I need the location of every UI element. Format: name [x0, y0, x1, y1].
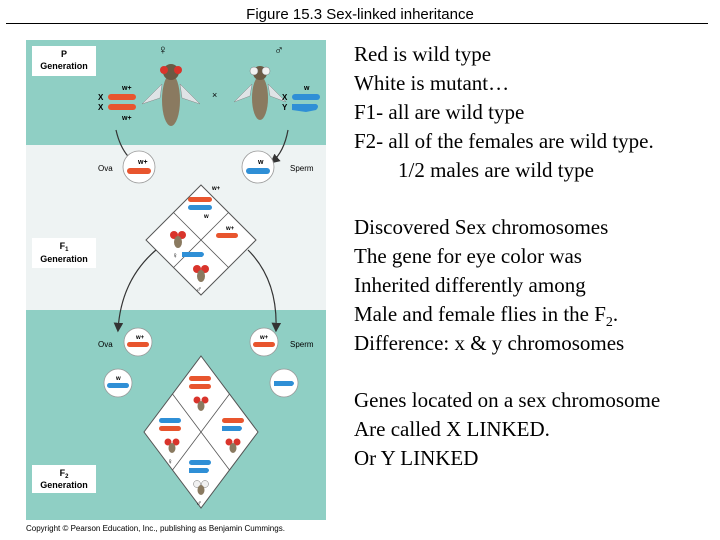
note-line: Red is wild type: [354, 42, 492, 66]
f1-generation-label: Generation: [40, 254, 88, 264]
sperm-label: Sperm: [290, 164, 314, 173]
ovum-cell: [122, 150, 156, 184]
f2-fly: [164, 438, 180, 453]
red-x-chromosome: [108, 94, 136, 100]
note-line: F1- all are wild type: [354, 100, 525, 124]
note-line: Genes located on a sex chromosome: [354, 388, 661, 412]
f1-male-symbol: ♂: [196, 285, 202, 294]
f2-label: F2: [60, 468, 70, 480]
notes-block-3: Genes located on a sex chromosome Are ca…: [354, 386, 714, 473]
allele-label: w: [203, 214, 209, 220]
male-fly: [233, 66, 287, 120]
note-line: White is mutant…: [354, 71, 510, 95]
p-generation-label: Generation: [40, 61, 88, 71]
notes-column: Red is wild type White is mutant… F1- al…: [354, 40, 714, 501]
allele-label: w+: [121, 85, 132, 92]
chr-x-label: X: [98, 93, 104, 102]
note-line: Difference: x & y chromosomes: [354, 331, 625, 355]
note-line: Discovered Sex chromosomes: [354, 215, 609, 239]
p-male-symbol: ♂: [274, 42, 284, 57]
allele-label: w+: [259, 335, 269, 341]
f2-fly: [193, 396, 209, 411]
chr-x-label: X: [98, 103, 104, 112]
allele-label: w+: [225, 226, 235, 232]
ova-label: Ova: [98, 340, 113, 349]
y-chromosome: [292, 104, 318, 112]
note-line: F2- all of the females are wild type.: [354, 129, 654, 153]
f1-female-fly: [170, 231, 186, 248]
figure-title: Figure 15.3 Sex-linked inheritance: [246, 6, 474, 23]
ova-label: Ova: [98, 164, 113, 173]
chr-y-label: Y: [282, 103, 288, 112]
note-line: Or Y LINKED: [354, 446, 479, 470]
p-female-symbol: ♀: [158, 42, 168, 57]
allele-label: w+: [121, 115, 132, 122]
f1-label: F1: [60, 241, 70, 253]
allele-label: w: [303, 85, 310, 92]
f2-fly: [225, 438, 241, 453]
notes-block-1: Red is wild type White is mutant… F1- al…: [354, 40, 714, 185]
note-line: 1/2 males are wild type: [398, 158, 594, 182]
sperm-label: Sperm: [290, 340, 314, 349]
note-line: The gene for eye color was: [354, 244, 582, 268]
f1-male-fly: [193, 265, 209, 282]
f2-female-symbol: ♀: [167, 457, 173, 466]
f1-female-symbol: ♀: [172, 251, 178, 260]
sperm-cell: [241, 150, 275, 184]
f2-male-symbol: ♂: [196, 499, 202, 508]
f2-white-eyed-fly: [193, 480, 209, 495]
allele-label: w: [257, 159, 264, 166]
female-fly: [141, 64, 201, 126]
title-underline: [6, 23, 708, 24]
note-line: Male and female flies in the F2.: [354, 302, 619, 331]
cross-symbol: ×: [212, 90, 217, 100]
inheritance-figure: P Generation F1 Generation F2 Generation…: [26, 40, 326, 520]
blue-x-chromosome: [292, 94, 320, 100]
allele-label: w+: [211, 186, 221, 192]
f2-generation-label: Generation: [40, 480, 88, 490]
note-line: Are called X LINKED.: [354, 417, 550, 441]
notes-block-2: Discovered Sex chromosomes The gene for …: [354, 213, 714, 358]
figure-svg: P Generation F1 Generation F2 Generation…: [26, 40, 326, 520]
chr-x-label: X: [282, 93, 288, 102]
red-x-chromosome: [108, 104, 136, 110]
note-line: Inherited differently among: [354, 273, 586, 297]
allele-label: w: [115, 376, 121, 382]
p-label: P: [61, 49, 67, 59]
copyright-notice: Copyright © Pearson Education, Inc., pub…: [26, 524, 285, 533]
allele-label: w+: [137, 159, 148, 166]
allele-label: w+: [135, 335, 145, 341]
